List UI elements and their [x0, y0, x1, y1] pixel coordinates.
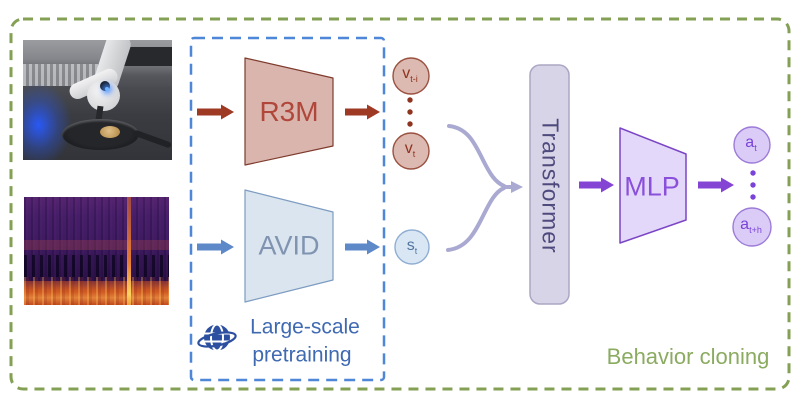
robot-eye [100, 80, 111, 91]
transformer-to-mlp-arrow [579, 177, 614, 193]
token-v-top-circle [392, 57, 430, 95]
merge-brace-arrowhead [511, 181, 523, 193]
spectrogram-dark-band [24, 255, 169, 277]
token-a-bottom-base: a [740, 215, 750, 233]
audio-arrow-in [197, 239, 234, 255]
token-v-top-base: v [402, 64, 411, 82]
avid-label: AVID [258, 230, 320, 261]
r3m-label: R3M [259, 96, 319, 127]
pretraining-box [189, 36, 386, 382]
mlp-to-actions-arrow [698, 177, 734, 193]
action-ellipsis-dots [750, 170, 756, 200]
token-s-sub: t [414, 246, 418, 257]
vision-ellipsis-dots [407, 97, 413, 127]
token-s-circle [394, 229, 430, 265]
spectrogram-image [24, 197, 169, 305]
pretraining-label-line2: pretraining [252, 343, 352, 367]
token-a-bottom-sub: t+h [749, 225, 762, 236]
vision-arrow-out [345, 104, 380, 120]
token-v-top-sub: t-i [410, 74, 418, 85]
token-a-bottom-label: at+h [740, 215, 762, 236]
blue-glow [23, 83, 73, 160]
token-v-bottom-circle [392, 132, 430, 170]
behavior-cloning-frame [9, 17, 791, 391]
token-v-bottom-label: vt [404, 139, 416, 160]
token-a-top-circle [733, 126, 771, 164]
behavior-cloning-label: Behavior cloning [606, 344, 770, 369]
camera-image [23, 40, 172, 160]
vision-arrow-in [197, 104, 234, 120]
token-s-label: st [406, 236, 418, 257]
spectrogram-transient-streak [126, 197, 131, 305]
spectrogram-speckle [24, 276, 169, 305]
merge-brace [446, 124, 514, 252]
transformer-label: Transformer [537, 118, 564, 254]
globe-icon [197, 322, 237, 361]
token-a-bottom-circle [732, 207, 772, 247]
robot-led [104, 86, 109, 91]
token-a-top-base: a [745, 133, 755, 151]
pretraining-label-line1: Large-scale [250, 315, 360, 339]
audio-arrow-out [345, 239, 380, 255]
token-s-base: s [406, 236, 415, 254]
token-v-bottom-base: v [404, 139, 413, 157]
transformer-shape [529, 64, 570, 305]
spectrogram-mid-band [24, 240, 169, 250]
spectrogram-low-freq-band [24, 281, 169, 305]
pancake [100, 126, 121, 139]
mlp-label: MLP [624, 171, 680, 202]
background-object [121, 47, 172, 67]
mlp-shape [619, 127, 687, 244]
avid-encoder-shape [244, 189, 334, 303]
r3m-encoder-shape [244, 57, 334, 166]
token-v-bottom-sub: t [412, 149, 416, 160]
token-a-top-sub: t [754, 143, 757, 154]
token-v-top-label: vt-i [402, 64, 418, 85]
token-a-top-label: at [745, 133, 757, 154]
